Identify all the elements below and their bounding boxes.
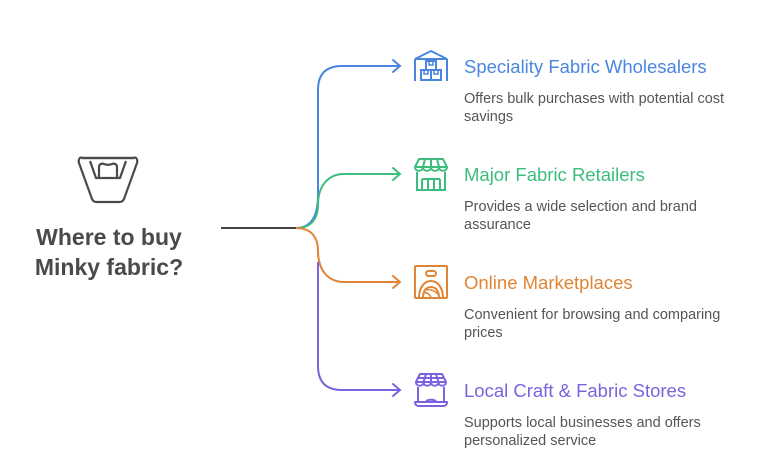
arrow-head-1 (392, 59, 402, 73)
connector-branch-1 (295, 65, 400, 229)
root-title: Where to buy Minky fabric? (18, 222, 200, 282)
branch-description-4-line-2: personalized service (464, 433, 597, 449)
branch-description-4-line-1: Supports local businesses and offers (464, 415, 701, 431)
branch-title-1: Speciality Fabric Wholesalers (464, 56, 707, 77)
connector-branch-4 (317, 262, 400, 391)
arrow-head-2 (392, 167, 402, 181)
branch-description-2-line-1: Provides a wide selection and brand (464, 199, 697, 215)
online-shopping-bag-icon (412, 263, 450, 301)
branch-title-4: Local Craft & Fabric Stores (464, 380, 687, 401)
branch-title-2: Major Fabric Retailers (464, 164, 645, 185)
branch-description-2-line-2: assurance (464, 217, 531, 233)
arrow-head-3 (392, 275, 402, 289)
storefront-awning-icon (412, 155, 450, 193)
root-title-line-1: Where to buy (36, 224, 182, 250)
branch-description-1-line-1: Offers bulk purchases with potential cos… (464, 91, 725, 107)
branch-title-3: Online Marketplaces (464, 272, 633, 293)
connector-branch-2 (295, 173, 400, 229)
fabric-basket-icon (76, 152, 140, 206)
branch-description-1-line-2: savings (464, 109, 514, 125)
connector-branch-3 (295, 227, 400, 283)
branch-description-1: Offers bulk purchases with potential cos… (464, 90, 764, 126)
warehouse-boxes-icon (412, 47, 450, 85)
local-shop-icon (412, 371, 450, 409)
root-title-line-2: Minky fabric? (34, 254, 184, 280)
branch-description-3-line-2: prices (464, 325, 503, 341)
arrow-head-4 (392, 383, 402, 397)
branch-description-4: Supports local businesses and offers per… (464, 414, 764, 450)
branch-description-3-line-1: Convenient for browsing and comparing (464, 307, 721, 323)
branch-description-2: Provides a wide selection and brand assu… (464, 198, 764, 234)
branch-description-3: Convenient for browsing and comparing pr… (464, 306, 764, 342)
